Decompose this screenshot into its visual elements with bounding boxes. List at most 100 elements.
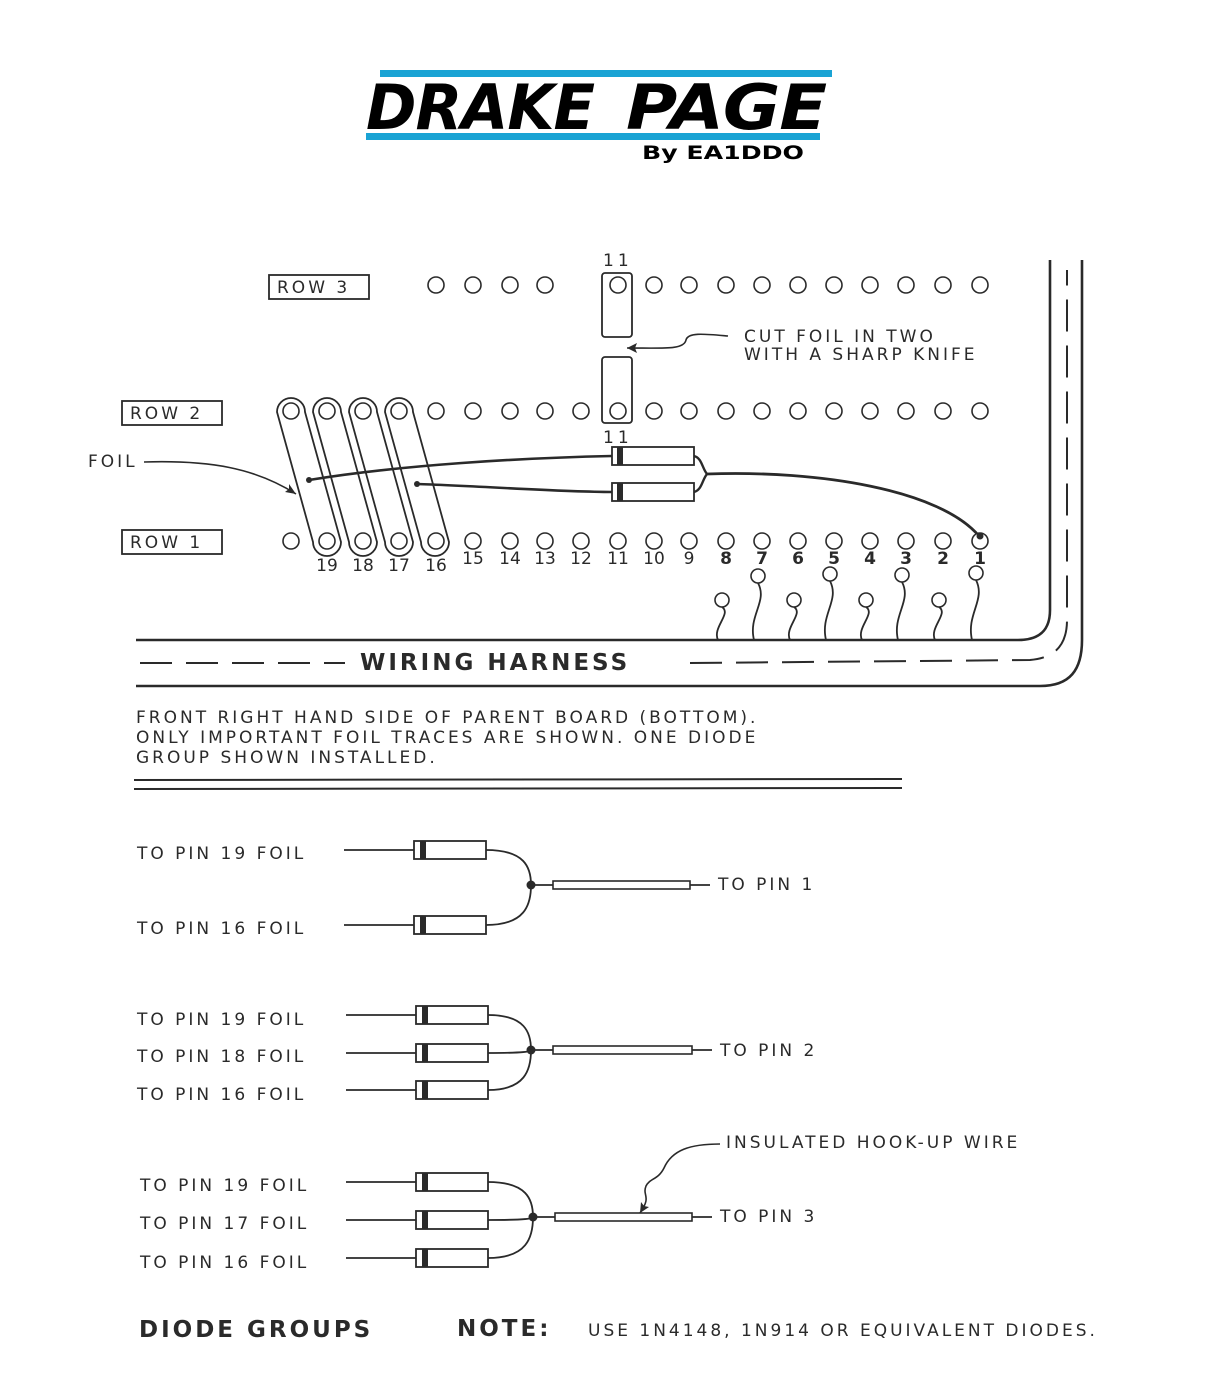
row3-hole [609, 276, 627, 294]
logo-title-left: DRAKE [366, 71, 595, 144]
group2-junction-lead [487, 1049, 532, 1054]
installed-diode-2-band [617, 483, 623, 501]
pin-number-label: 14 [499, 549, 521, 569]
group3-input-2: TO PIN 17 FOIL [139, 1214, 309, 1234]
row1-hole [897, 532, 915, 550]
group1-output: TO PIN 1 [717, 875, 815, 895]
wire-to-pin1 [706, 472, 981, 537]
row2-hole [971, 402, 989, 420]
group1-hookup-wire [552, 880, 691, 890]
group3-wire-note: INSULATED HOOK-UP WIRE [726, 1133, 1020, 1153]
wire-note-arrowhead [640, 1202, 649, 1213]
row3-hole [789, 276, 807, 294]
group3-diode-3-band [422, 1249, 428, 1267]
row1-hole [464, 532, 482, 550]
harness-wire [859, 606, 870, 641]
row1-hole [717, 532, 735, 550]
row3-hole [753, 276, 771, 294]
cut-note-leader [626, 333, 729, 349]
row2-hole [645, 402, 663, 420]
harness-lower-line [136, 260, 1084, 688]
diode-group-1: TO PIN 19 FOIL TO PIN 16 FOIL TO PIN 1 [136, 844, 815, 939]
harness-wire [715, 606, 726, 641]
harness-terminal [858, 592, 874, 608]
pin-number-label: 12 [570, 549, 592, 569]
harness-wires [714, 565, 984, 641]
group3-junction-lead [487, 1181, 534, 1218]
row2-hole [609, 402, 627, 420]
cut-note-arrowhead [627, 343, 637, 353]
jumper-foil-16 [384, 397, 450, 557]
group1-junction-lead [485, 884, 532, 926]
row2-label-box [121, 400, 223, 426]
installed-diode-2 [611, 482, 695, 502]
row3-hole [971, 276, 989, 294]
pin-number-label: 13 [534, 549, 556, 569]
harness-wire [823, 580, 834, 641]
jumper-foil-19 [276, 397, 342, 557]
row3-hole [536, 276, 554, 294]
row1-hole [501, 532, 519, 550]
group2-junction-lead [487, 1049, 532, 1091]
pin-holes [282, 276, 989, 550]
row3-pin11-label: 11 [603, 251, 633, 271]
row1-label-box [121, 529, 223, 555]
logo-byline: By EA1DDO [642, 142, 804, 164]
row2-hole [825, 402, 843, 420]
row2-hole [753, 402, 771, 420]
harness-upper-line [136, 260, 1052, 642]
group2-input-3: TO PIN 16 FOIL [136, 1085, 306, 1105]
harness-terminal [931, 592, 947, 608]
group2-input-1: TO PIN 19 FOIL [136, 1010, 306, 1030]
group3-hookup-wire [554, 1212, 693, 1222]
parent-board-diagram: ROW 3 ROW 2 ROW 1 11 11 CUT FOIL IN TWO … [88, 251, 1084, 790]
pin-number-label: 18 [352, 556, 374, 576]
harness-terminal [968, 565, 984, 581]
pin-number-label: 15 [462, 549, 484, 569]
pin-number-label: 7 [756, 549, 768, 569]
group3-diode-2-band [422, 1211, 428, 1229]
diode-groups-title: DIODE GROUPS [139, 1317, 373, 1343]
row2-hole [536, 402, 554, 420]
group3-junction-lead [487, 1216, 534, 1221]
row1-hole [390, 532, 408, 550]
pin-number-label: 5 [828, 549, 840, 569]
row2-hole [789, 402, 807, 420]
logo-title-right: PAGE [626, 71, 827, 144]
diode-groups: TO PIN 19 FOIL TO PIN 16 FOIL TO PIN 1 T… [136, 840, 1098, 1343]
row1-hole [609, 532, 627, 550]
group1-input-1: TO PIN 19 FOIL [136, 844, 306, 864]
row3-hole [501, 276, 519, 294]
pin-number-label: 3 [900, 549, 912, 569]
row1-hole [645, 532, 663, 550]
wire-pin16-to-diode [416, 482, 613, 494]
pin-number-label: 10 [643, 549, 665, 569]
logo-bottom-bar [366, 133, 820, 140]
row2-label: ROW 2 [130, 404, 203, 424]
group2-diode-1-band [422, 1006, 428, 1024]
row3-hole [861, 276, 879, 294]
row3-hole [464, 276, 482, 294]
row2-hole [354, 402, 372, 420]
harness-terminal [714, 592, 730, 608]
harness-terminal [786, 592, 802, 608]
note-label: NOTE: [457, 1316, 551, 1342]
jumper-foils [276, 397, 450, 557]
harness-center-dash [140, 270, 1068, 664]
harness-label-bg [355, 645, 675, 679]
row3-hole [680, 276, 698, 294]
row2-hole [572, 402, 590, 420]
note-text: USE 1N4148, 1N914 OR EQUIVALENT DIODES. [588, 1321, 1098, 1341]
group3-output: TO PIN 3 [719, 1207, 817, 1227]
group2-diode-2-band [422, 1044, 428, 1062]
solder-pin16 [414, 481, 420, 487]
group3-input-3: TO PIN 16 FOIL [139, 1253, 309, 1273]
harness-terminal [894, 567, 910, 583]
diode-junction-loop [693, 454, 709, 494]
row1-hole [282, 532, 300, 550]
harness-wire [787, 606, 798, 641]
row1-hole [861, 532, 879, 550]
foil-leader [143, 460, 297, 495]
group3-junction-lead [487, 1216, 534, 1259]
